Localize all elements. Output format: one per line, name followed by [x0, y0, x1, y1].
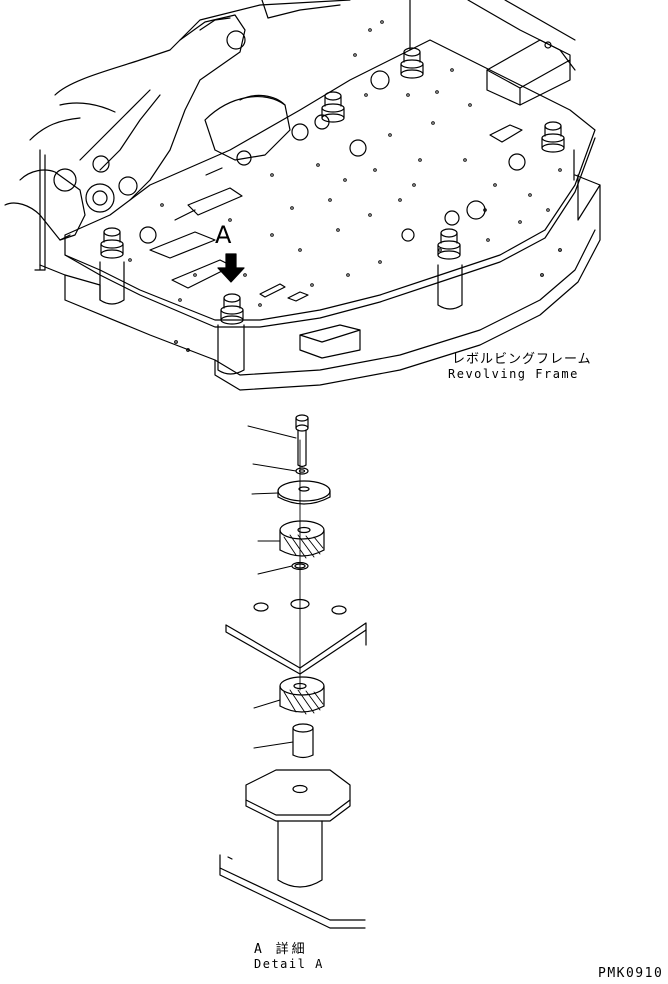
detail-bottom-bracket	[219, 769, 366, 929]
drawing-code: PMK0910	[598, 966, 664, 981]
detail-bolt	[295, 414, 309, 468]
callout-arrow	[217, 253, 245, 283]
frame-side-box	[486, 39, 571, 106]
plate-small-holes	[128, 20, 562, 307]
detail-collar	[292, 723, 314, 759]
boom-bracket	[4, 0, 576, 271]
detail-frame-plate	[225, 598, 367, 675]
mount-bolt	[100, 227, 124, 259]
mount-bolt	[437, 228, 461, 260]
mount-bolt	[321, 91, 345, 123]
detail-lock-washer	[295, 467, 309, 475]
revolving-frame-label-en: Revolving Frame	[448, 367, 579, 381]
revolving-frame-label-jp: レボルビングフレーム	[452, 352, 592, 367]
leader-lines	[247, 425, 297, 749]
detail-a-label-en: Detail A	[254, 957, 324, 971]
detail-upper-cushion	[279, 520, 325, 559]
detail-a-label-jp: A 詳細	[254, 942, 308, 957]
detail-lower-cushion	[279, 676, 325, 715]
callout-label-a: A	[215, 221, 232, 249]
frame-legs	[99, 149, 575, 375]
detail-flat-washer	[277, 480, 331, 505]
mount-bolt-a	[220, 293, 244, 325]
frame-top-plate	[64, 20, 596, 328]
mount-bolt	[400, 47, 424, 79]
revolving-frame-assembly	[4, 0, 601, 391]
mount-bolts	[100, 47, 565, 325]
detail-a-exploded-view	[219, 414, 367, 929]
mount-bolt	[541, 121, 565, 153]
